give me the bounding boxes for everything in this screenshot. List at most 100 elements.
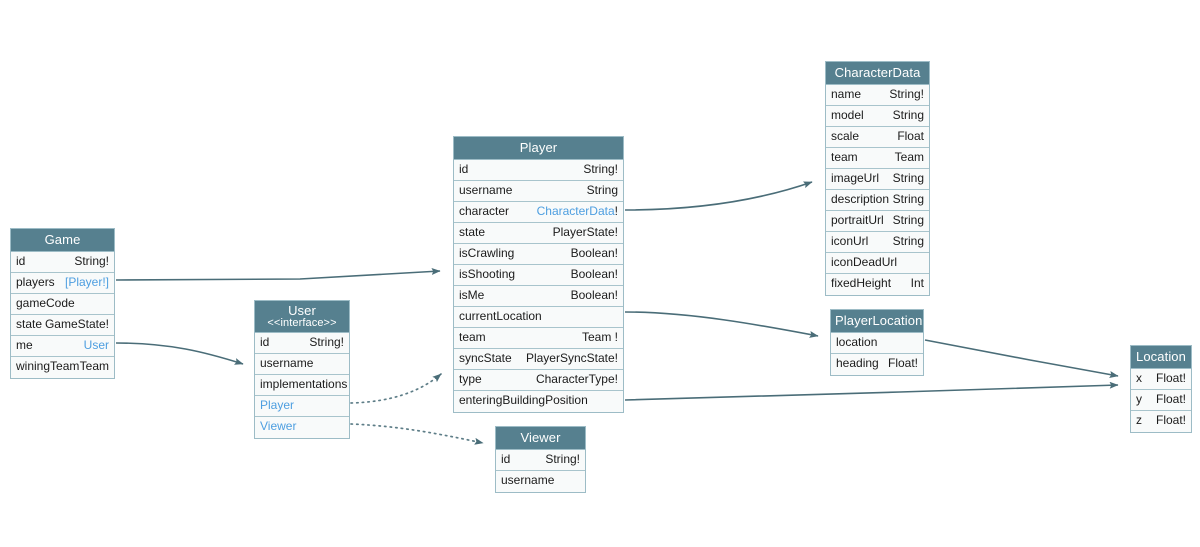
field-row[interactable]: z Float! [1131,411,1191,432]
field-name: username [459,183,513,197]
field-row[interactable]: id String! [255,333,349,354]
field-row[interactable]: winingTeam Team [11,357,114,378]
field-type: Team [894,150,924,164]
field-row[interactable]: location Location! [831,333,923,354]
field-name: team [459,330,486,344]
field-name: gameCode [16,296,75,310]
field-row[interactable]: imageUrl String [826,169,929,190]
field-type: Boolean! [570,267,618,281]
entity-characterdata[interactable]: CharacterData name String! model String … [825,61,930,296]
implementation-player[interactable]: Player [255,396,349,417]
field-name: username [501,473,555,487]
field-row[interactable]: id String! [11,252,114,273]
entity-user[interactable]: User <<interface>> id String! username S… [254,300,350,439]
field-name: winingTeam [16,359,80,373]
field-name: syncState [459,351,512,365]
field-type: PlayerSyncState! [525,351,618,365]
field-row[interactable]: isShooting Boolean! [454,265,623,286]
entity-viewer-title: Viewer [496,427,585,450]
field-name: team [831,150,858,164]
field-name: z [1136,413,1142,427]
field-type[interactable]: CharacterData! [536,204,618,218]
field-name: name [831,87,862,101]
entity-user-title: User <<interface>> [255,301,349,333]
field-row[interactable]: username String [255,354,349,375]
field-row[interactable]: name String! [826,85,929,106]
entity-playerlocation[interactable]: PlayerLocation location Location! headin… [830,309,924,376]
field-type[interactable]: Location [573,410,618,412]
field-name: x [1136,371,1142,385]
field-name: state [16,317,43,331]
field-row[interactable]: players [Player!] [11,273,114,294]
field-row[interactable]: heading Float! [831,354,923,375]
field-name: imageUrl [831,171,880,185]
field-name: players [16,275,55,289]
edge-player-currentlocation-to-playerlocation [624,311,819,338]
edge-user-implements-viewer [350,423,484,445]
field-name: id [16,254,26,268]
field-type[interactable]: [Player!] [64,275,109,289]
field-type: GameState! [44,317,109,331]
field-row[interactable]: isCrawling Boolean! [454,244,623,265]
entity-player[interactable]: Player id String! username String charac… [453,136,624,413]
edge-playerlocation-location-to-location [924,339,1119,378]
field-name: character [459,204,510,218]
field-name: me [16,338,33,352]
field-type: String! [309,335,344,349]
field-type: Team ! [581,330,618,344]
field-type: Float [897,129,924,143]
field-row[interactable]: iconUrl String [826,232,929,253]
field-name: isMe [459,288,485,302]
field-row[interactable]: me User [11,336,114,357]
entity-location[interactable]: Location x Float! y Float! z Float! [1130,345,1192,433]
field-row[interactable]: scale Float [826,127,929,148]
field-row[interactable]: state GameState! [11,315,114,336]
entity-game-title: Game [11,229,114,252]
edge-game-me-to-user [115,342,244,365]
field-row[interactable]: username String [496,471,585,492]
field-type: String [892,108,924,122]
field-row[interactable]: portraitUrl String [826,211,929,232]
field-row[interactable]: isMe Boolean! [454,286,623,307]
entity-location-title: Location [1131,346,1191,369]
field-name: id [459,162,469,176]
field-name: scale [831,129,860,143]
field-row[interactable]: description String [826,190,929,211]
field-type[interactable]: User [83,338,109,352]
field-type: String [892,192,924,206]
entity-viewer[interactable]: Viewer id String! username String [495,426,586,493]
edge-user-implements-player [350,373,442,404]
field-row[interactable]: enteringBuildingPosition Location [454,391,623,412]
field-name: fixedHeight [831,276,892,290]
field-name: heading [836,356,879,370]
field-name: id [501,452,511,466]
field-type: String! [545,452,580,466]
field-type: String [892,213,924,227]
field-row[interactable]: username String [454,181,623,202]
field-row[interactable]: team Team ! [454,328,623,349]
field-name: portraitUrl [831,213,884,227]
entity-game[interactable]: Game id String! players [Player!] gameCo… [10,228,115,379]
field-row[interactable]: x Float! [1131,369,1191,390]
field-row[interactable]: type CharacterType! [454,370,623,391]
field-row[interactable]: team Team [826,148,929,169]
field-row[interactable]: id String! [454,160,623,181]
field-row[interactable]: iconDeadUrl String [826,253,929,274]
field-name: location [836,335,878,349]
field-row[interactable]: state PlayerState! [454,223,623,244]
field-row[interactable]: gameCode String! [11,294,114,315]
field-row[interactable]: fixedHeight Int [826,274,929,295]
field-row[interactable]: id String! [496,450,585,471]
field-row[interactable]: currentLocation PlayerLocation! [454,307,623,328]
field-row[interactable]: syncState PlayerSyncState! [454,349,623,370]
field-name: y [1136,392,1142,406]
field-row[interactable]: model String [826,106,929,127]
field-type: Float! [1155,371,1186,385]
field-type: String [549,490,580,492]
implementation-viewer[interactable]: Viewer [255,417,349,438]
field-row[interactable]: y Float! [1131,390,1191,411]
field-type: String [586,183,618,197]
field-row[interactable]: character CharacterData! [454,202,623,223]
